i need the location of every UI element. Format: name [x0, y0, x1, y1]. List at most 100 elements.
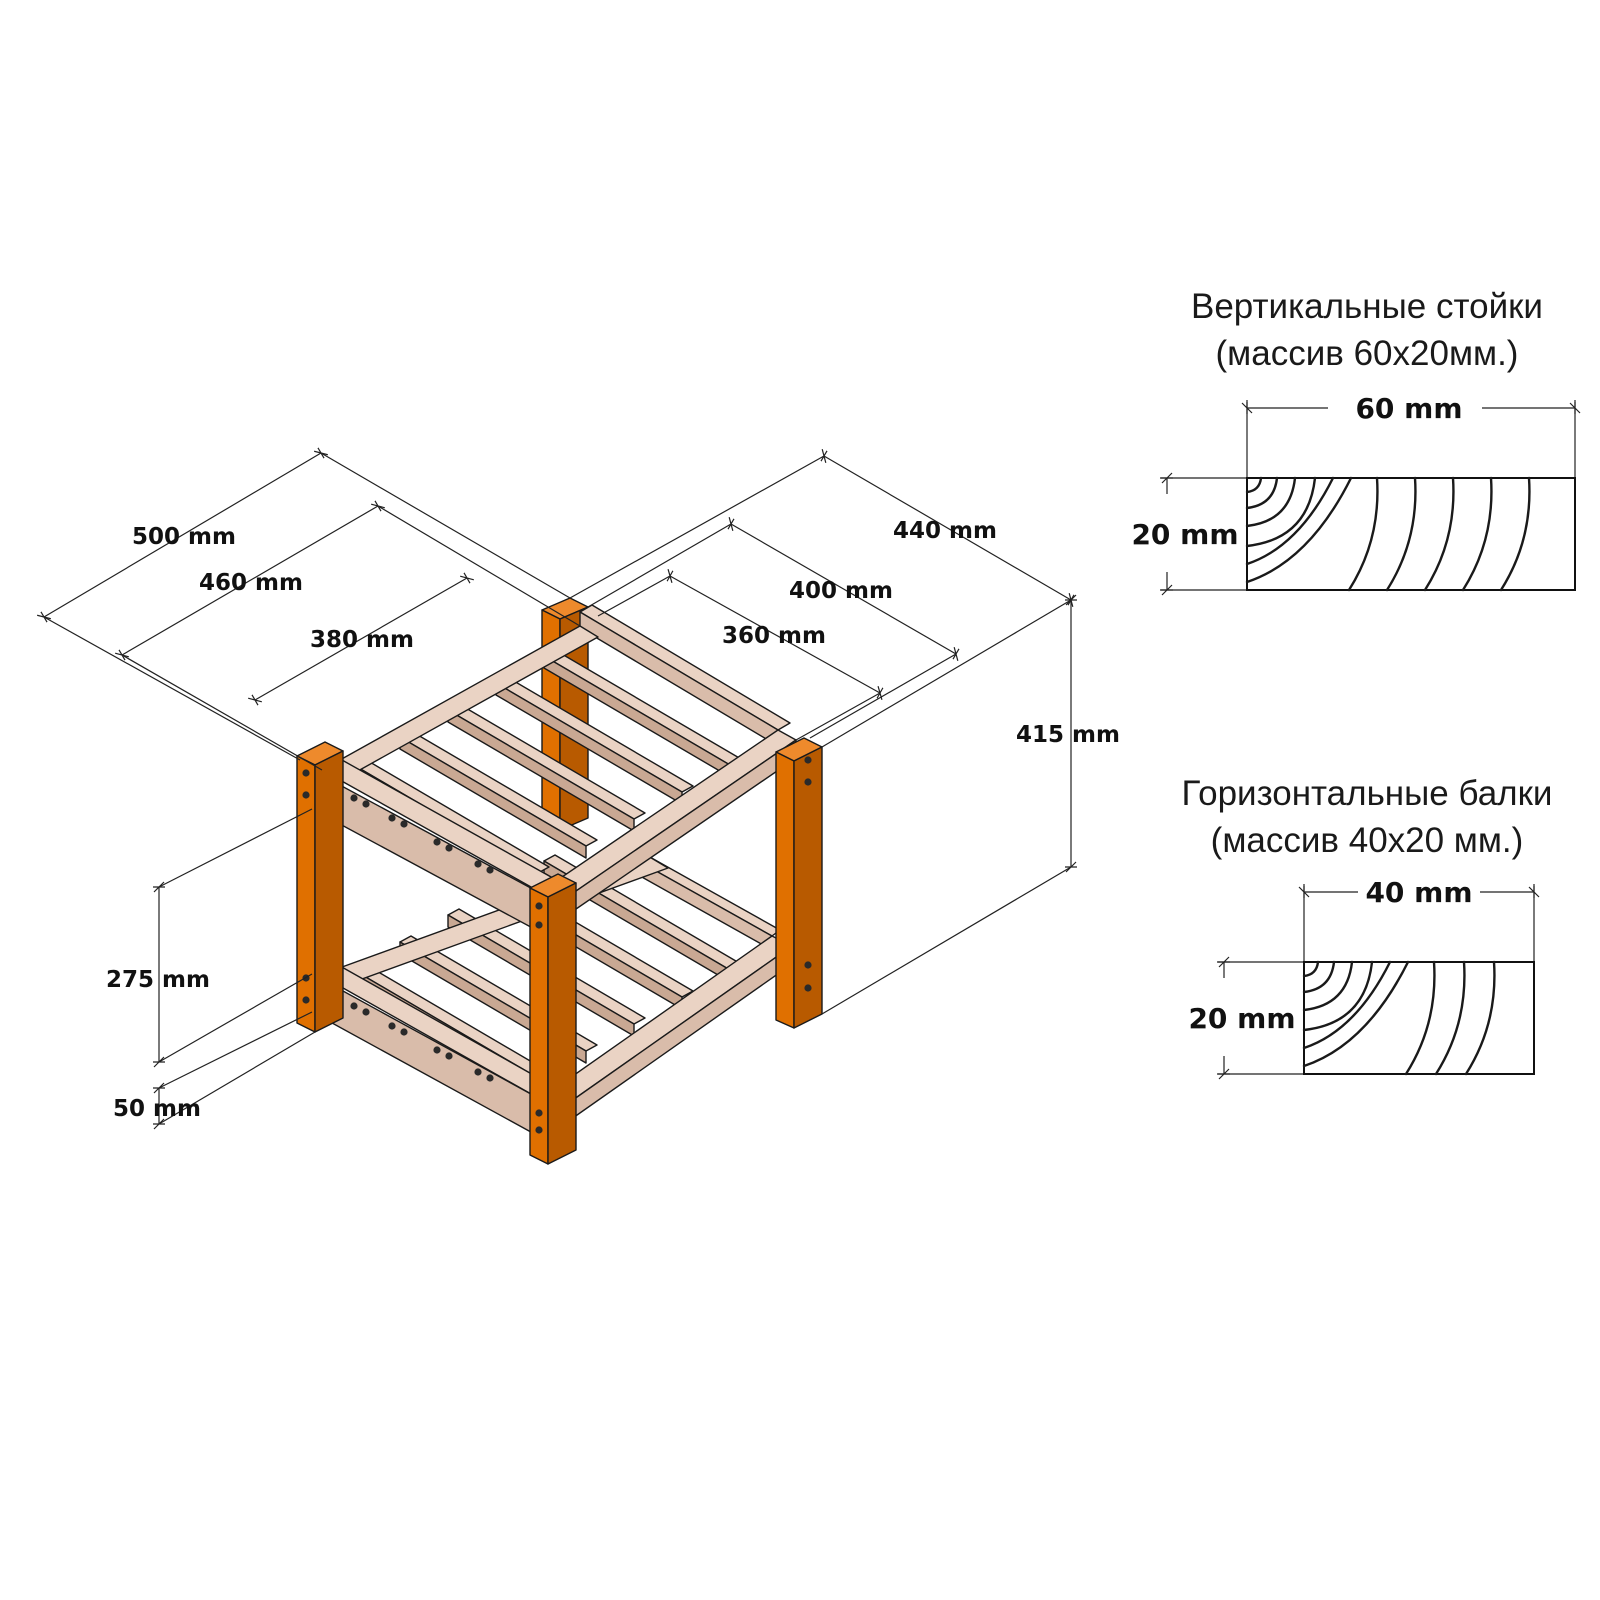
- screw-4: [302, 996, 310, 1004]
- screw-6: [535, 921, 543, 929]
- dim-460-ext-left: [121, 654, 323, 771]
- beams-section: Горизонтальные балки (массив 40x20 мм.) …: [1182, 774, 1553, 1080]
- screw-11: [804, 961, 812, 969]
- grain-beams-line-7: [1404, 960, 1436, 1076]
- beams-width-label: 40 mm: [1365, 876, 1472, 909]
- grain-beams-line-4: [1302, 960, 1374, 1032]
- grain-posts-line-10: [1461, 476, 1493, 592]
- dim-360-ext-bottom: [795, 692, 881, 741]
- beams-height-label: 20 mm: [1188, 1002, 1295, 1035]
- lower-shelf: [311, 854, 793, 1138]
- screw-15: [388, 814, 396, 822]
- beams-wood-grain: [1302, 960, 1496, 1076]
- screw-24: [400, 1028, 408, 1036]
- screw-17: [433, 838, 441, 846]
- post-front-left: [296, 741, 344, 1033]
- dim-50-ext-bottom: [158, 1031, 316, 1125]
- upper-shelf: [311, 604, 797, 933]
- post-front-right-side: [547, 882, 577, 1165]
- screw-28: [486, 1074, 494, 1082]
- posts-section: Вертикальные стойки (массив 60x20мм.) 60…: [1131, 287, 1581, 596]
- dim-360-line: [666, 569, 884, 700]
- dim-500-ext-left: [43, 616, 301, 761]
- screw-14: [362, 800, 370, 808]
- dim-400-label: 400 mm: [789, 578, 893, 604]
- grain-posts-line-11: [1499, 476, 1531, 592]
- post-front-right-front: [529, 887, 549, 1165]
- grain-beams-line-9: [1464, 960, 1496, 1076]
- screw-22: [362, 1008, 370, 1016]
- dim-380-line: [248, 572, 474, 706]
- grain-posts-line-9: [1423, 476, 1455, 592]
- grain-posts-line-4: [1245, 476, 1317, 548]
- lower-right-rail-face: [559, 945, 793, 1128]
- screw-8: [535, 1126, 543, 1134]
- grain-beams-line-8: [1434, 960, 1466, 1076]
- dim-50-label: 50 mm: [113, 1096, 201, 1122]
- dim-360-ext-top: [597, 575, 671, 617]
- grain-posts-line-8: [1385, 476, 1417, 592]
- posts-wood-grain: [1245, 476, 1531, 592]
- grain-posts-line-2: [1245, 476, 1279, 510]
- posts-title-line2: (массив 60x20мм.): [1216, 334, 1519, 373]
- screw-20: [486, 866, 494, 874]
- lower-right-rail-top: [539, 935, 793, 1110]
- screw-27: [474, 1068, 482, 1076]
- screw-25: [433, 1046, 441, 1054]
- dim-275-label: 275 mm: [106, 967, 210, 993]
- screw-13: [350, 794, 358, 802]
- grain-posts-line-1: [1245, 476, 1263, 494]
- dim-50-ext-top: [158, 1011, 313, 1089]
- dim-275-ext-top: [158, 808, 313, 888]
- grain-beams-line-2: [1302, 960, 1336, 994]
- dimension-labels: 500 mm 460 mm 380 mm 440 mm 400 mm 360 m…: [106, 518, 1120, 1122]
- dim-460-label: 460 mm: [199, 570, 303, 596]
- screw-9: [804, 756, 812, 764]
- dim-415-label: 415 mm: [1016, 722, 1120, 748]
- grain-posts-line-7: [1347, 476, 1379, 592]
- screw-7: [535, 1109, 543, 1117]
- grain-posts-line-3: [1245, 476, 1297, 528]
- screw-16: [400, 820, 408, 828]
- screw-21: [350, 1002, 358, 1010]
- posts-height-label: 20 mm: [1131, 518, 1238, 551]
- posts-title-line1: Вертикальные стойки: [1191, 287, 1543, 326]
- grain-beams-line-1: [1302, 960, 1320, 978]
- post-back-right: [775, 737, 823, 1029]
- grain-beams-line-5: [1302, 960, 1392, 1050]
- dim-360-label: 360 mm: [722, 623, 826, 649]
- dim-415-ext-bottom: [821, 866, 1072, 1015]
- screw-2: [302, 791, 310, 799]
- beams-title-line2: (массив 40x20 мм.): [1211, 821, 1524, 860]
- screw-1: [302, 769, 310, 777]
- beams-title-line1: Горизонтальные балки: [1182, 774, 1553, 813]
- screw-19: [474, 860, 482, 868]
- dim-380-label: 380 mm: [310, 627, 414, 653]
- grain-beams-line-6: [1302, 960, 1410, 1068]
- screw-12: [804, 984, 812, 992]
- post-front-left-side: [314, 750, 344, 1033]
- post-front-right: [529, 873, 577, 1165]
- screw-18: [445, 844, 453, 852]
- screw-5: [535, 902, 543, 910]
- dim-440-ext-top: [569, 455, 825, 599]
- screw-23: [388, 1022, 396, 1030]
- post-back-right-front: [775, 751, 795, 1029]
- dim-460-ext-right: [377, 505, 581, 627]
- dim-440-ext-bottom: [821, 599, 1072, 748]
- posts-width-label: 60 mm: [1355, 392, 1462, 425]
- screw-26: [445, 1052, 453, 1060]
- grain-posts-line-6: [1245, 476, 1353, 584]
- dim-400-ext-top: [587, 523, 732, 608]
- dimension-lines: [37, 447, 1077, 1130]
- dim-440-label: 440 mm: [893, 518, 997, 544]
- dim-500-label: 500 mm: [132, 524, 236, 550]
- grain-posts-line-5: [1245, 476, 1335, 566]
- dim-275-ext-bottom: [158, 973, 313, 1063]
- shelf-drawing: .p-top, .p-front, .p-side, .b-top, .b-fr…: [296, 597, 823, 1165]
- grain-beams-line-3: [1302, 960, 1354, 1012]
- beams-section-rect: [1303, 961, 1535, 1075]
- screw-10: [804, 778, 812, 786]
- dim-500-ext-right: [320, 452, 571, 599]
